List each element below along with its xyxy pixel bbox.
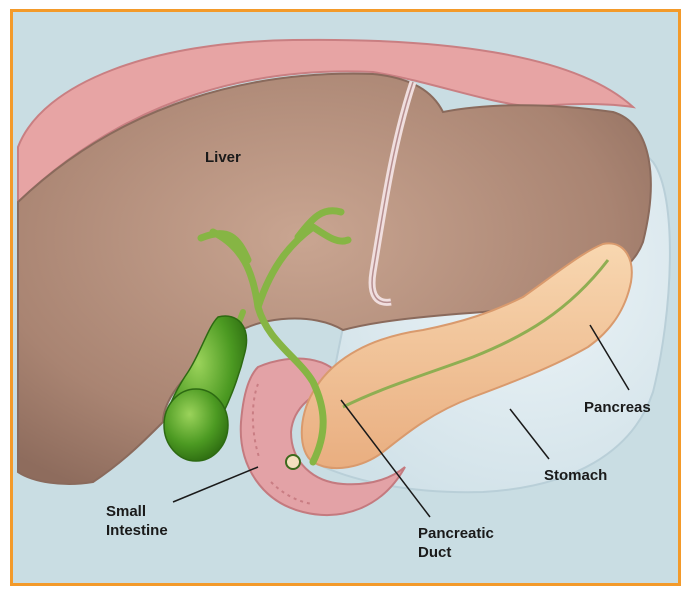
label-pancreatic-duct: Pancreatic Duct xyxy=(418,524,494,562)
leader-small-intestine xyxy=(173,467,258,502)
anatomy-illustration xyxy=(13,12,678,583)
label-pancreas: Pancreas xyxy=(584,398,651,417)
label-stomach: Stomach xyxy=(544,466,607,485)
label-small-intestine: Small Intestine xyxy=(106,502,168,540)
ampulla-marker xyxy=(286,455,300,469)
label-liver: Liver xyxy=(205,148,241,167)
diagram-frame: Liver Pancreas Stomach Small Intestine P… xyxy=(10,9,681,586)
